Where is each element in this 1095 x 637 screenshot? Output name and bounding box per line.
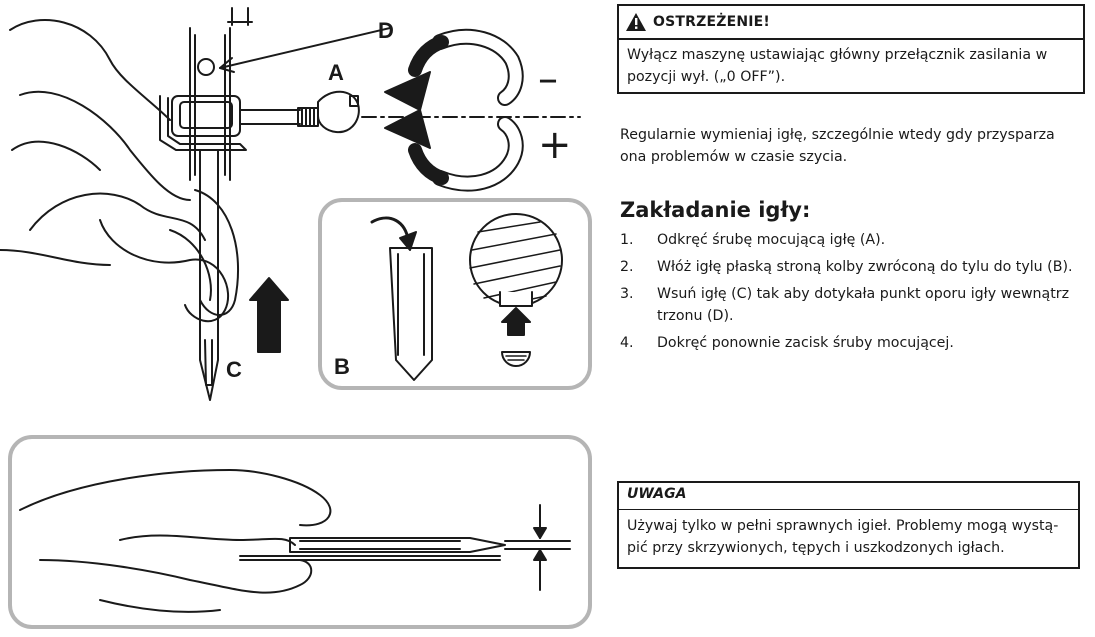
step-number: 2.	[620, 259, 634, 275]
step-number: 4.	[620, 335, 634, 351]
warning-text: Wyłącz maszynę ustawiając główny przełąc…	[627, 47, 1048, 85]
list-item: 3. Wsuń igłę (C) tak aby dotykała punkt …	[620, 283, 1090, 327]
warning-triangle-icon	[626, 13, 646, 31]
label-a: A	[328, 60, 344, 85]
note-text: Używaj tylko w pełni sprawnych igieł. Pr…	[627, 518, 1059, 556]
hand-top-drawing	[0, 7, 581, 401]
warning-box: OSTRZEŻENIE! Wyłącz maszynę ustawiając g…	[617, 4, 1085, 94]
step-text: Wsuń igłę (C) tak aby dotykała punkt opo…	[657, 286, 1070, 324]
label-d: D	[378, 18, 394, 43]
note-box: UWAGA Używaj tylko w pełni sprawnych igi…	[617, 481, 1080, 569]
note-divider	[619, 509, 1078, 510]
minus-sign: –	[538, 56, 558, 102]
inset-b-frame	[318, 198, 592, 390]
note-title: UWAGA	[627, 486, 687, 502]
needle-illustration: D A C B – +	[0, 7, 592, 629]
label-d-pointer	[219, 27, 391, 69]
step-text: Odkręć śrubę mocującą igłę (A).	[657, 232, 886, 248]
section-title: Zakładanie igły:	[620, 198, 811, 222]
flatness-check-frame	[8, 435, 592, 629]
label-c: C	[226, 357, 242, 382]
label-b: B	[334, 354, 350, 379]
needle-shank-drawing	[370, 216, 433, 381]
step-number: 1.	[620, 232, 634, 248]
up-arrow-icon	[257, 297, 281, 353]
step-text: Włóż igłę płaską stroną kolby zwróconą d…	[657, 259, 1073, 275]
needle-cross-section-drawing	[469, 213, 563, 367]
list-item: 1. Odkręć śrubę mocującą igłę (A).	[620, 229, 1090, 251]
warning-divider	[619, 38, 1083, 40]
warning-header: OSTRZEŻENIE!	[625, 9, 770, 35]
steps-list: 1. Odkręć śrubę mocującą igłę (A). 2. Wł…	[620, 229, 1090, 359]
plus-sign: +	[538, 122, 572, 168]
needle-flatness-drawing	[19, 469, 571, 613]
intro-paragraph: Regularnie wymieniaj igłę, szczególnie w…	[620, 127, 1055, 165]
list-item: 2. Włóż igłę płaską stroną kolby zwrócon…	[620, 256, 1090, 278]
rotation-arrows-icon	[384, 28, 524, 192]
list-item: 4. Dokręć ponownie zacisk śruby mocujące…	[620, 332, 1090, 354]
step-number: 3.	[620, 286, 634, 302]
warning-title: OSTRZEŻENIE!	[653, 14, 771, 30]
step-text: Dokręć ponownie zacisk śruby mocującej.	[657, 335, 954, 351]
